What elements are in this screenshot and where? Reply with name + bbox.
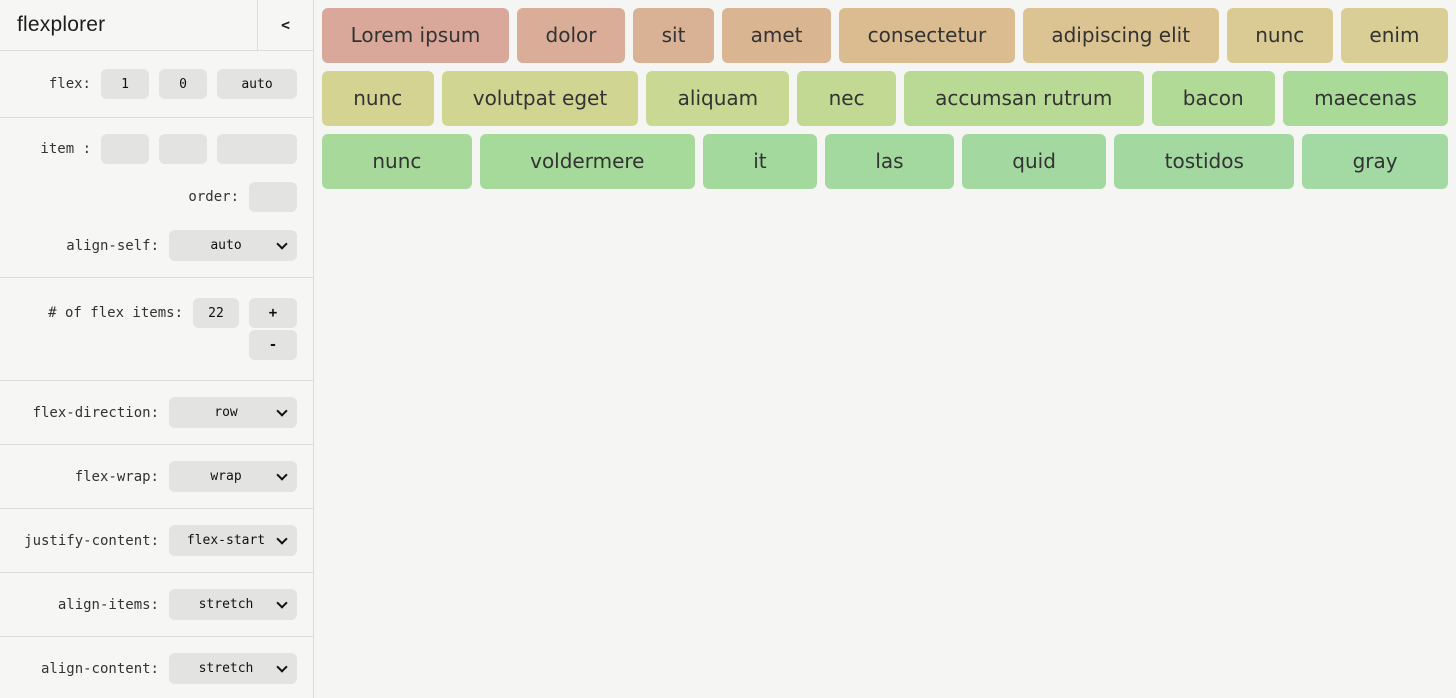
flex-item: nec: [797, 71, 896, 126]
order-label: order:: [188, 189, 239, 205]
flex-shrink-input[interactable]: [159, 69, 207, 99]
item-label: item :: [40, 141, 91, 157]
flex-item: dolor: [516, 8, 626, 63]
align-items-select[interactable]: stretch: [169, 589, 297, 620]
flex-label: flex:: [48, 76, 91, 92]
align-content-label: align-content:: [40, 660, 159, 677]
increment-button[interactable]: +: [249, 298, 297, 328]
item-shrink-input[interactable]: [159, 134, 207, 164]
flex-count-label: # of flex items:: [48, 305, 183, 321]
order-input[interactable]: [249, 182, 297, 212]
flex-item: adipiscing elit: [1022, 8, 1219, 63]
section-justify-content: justify-content: flex-start: [0, 509, 313, 573]
align-self-label: align-self:: [66, 237, 159, 254]
flex-item: voldermere: [479, 134, 695, 189]
section-item: item : order: align-self: auto: [0, 118, 313, 278]
flex-basis-input[interactable]: [217, 69, 297, 99]
flex-item: sit: [633, 8, 715, 63]
justify-content-select[interactable]: flex-start: [169, 525, 297, 556]
flex-item: Lorem ipsum: [322, 8, 509, 63]
flex-item: consectetur: [839, 8, 1015, 63]
flex-item: nunc: [1226, 8, 1333, 63]
flex-item: amet: [722, 8, 832, 63]
flex-item: aliquam: [646, 71, 790, 126]
section-align-items: align-items: stretch: [0, 573, 313, 637]
section-flex-direction: flex-direction: row: [0, 381, 313, 445]
justify-content-label: justify-content:: [24, 532, 159, 549]
item-basis-input[interactable]: [217, 134, 297, 164]
flex-item: nunc: [322, 134, 472, 189]
flex-item: volutpat eget: [441, 71, 639, 126]
item-grow-input[interactable]: [101, 134, 149, 164]
section-flex-count: # of flex items: + -: [0, 278, 313, 381]
flex-item: accumsan rutrum: [903, 71, 1144, 126]
flex-item: quid: [961, 134, 1107, 189]
flex-wrap-select[interactable]: wrap: [169, 461, 297, 492]
flex-item: las: [824, 134, 954, 189]
flex-direction-label: flex-direction:: [32, 404, 159, 421]
flex-direction-select[interactable]: row: [169, 397, 297, 428]
collapse-sidebar-button[interactable]: <: [257, 0, 313, 50]
sidebar: flexplorer < flex: item : order: align-s…: [0, 0, 314, 698]
flex-item: it: [702, 134, 817, 189]
section-align-content: align-content: stretch: [0, 637, 313, 698]
flex-item: gray: [1302, 134, 1448, 189]
decrement-button[interactable]: -: [249, 330, 297, 360]
flex-item: maecenas: [1282, 71, 1449, 126]
chevron-left-icon: <: [280, 16, 291, 34]
flex-wrap-label: flex-wrap:: [74, 468, 159, 485]
app-title: flexplorer: [17, 13, 106, 36]
flex-count-input[interactable]: [193, 298, 239, 328]
section-flex: flex:: [0, 51, 313, 118]
flex-item: enim: [1340, 8, 1449, 63]
align-items-label: align-items:: [57, 596, 159, 613]
flex-grow-input[interactable]: [101, 69, 149, 99]
align-content-select[interactable]: stretch: [169, 653, 297, 684]
flex-item: nunc: [322, 71, 434, 126]
section-flex-wrap: flex-wrap: wrap: [0, 445, 313, 509]
sidebar-header: flexplorer <: [0, 0, 313, 51]
align-self-select[interactable]: auto: [169, 230, 297, 261]
flex-item: tostidos: [1114, 134, 1295, 189]
flex-item: bacon: [1151, 71, 1275, 126]
